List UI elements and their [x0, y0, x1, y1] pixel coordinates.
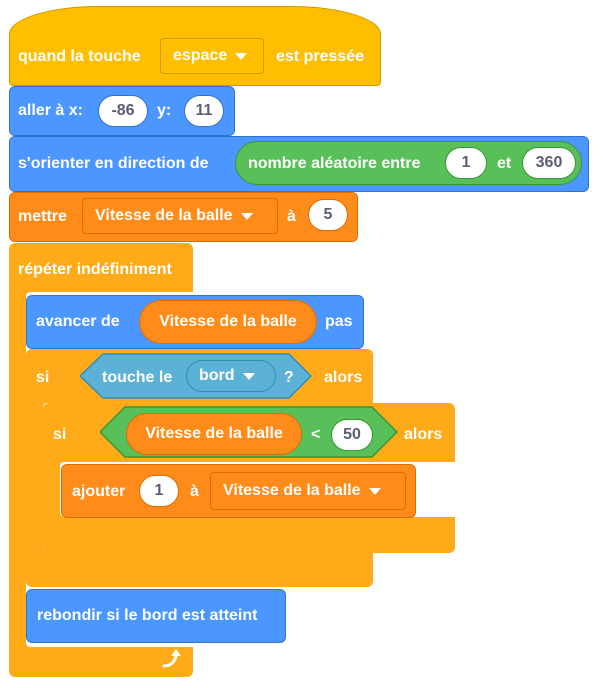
- goto-x-label: aller à x:: [18, 102, 83, 119]
- pick-random-label: nombre aléatoire entre: [248, 155, 421, 172]
- if-edge-then-label: alors: [324, 369, 363, 386]
- chevron-down-icon: [242, 372, 255, 380]
- y-input[interactable]: 11: [184, 95, 224, 127]
- change-variable-dropdown[interactable]: Vitesse de la balle: [210, 472, 406, 510]
- key-dropdown[interactable]: espace: [160, 38, 264, 74]
- move-suffix: pas: [325, 313, 353, 330]
- if-edge-if-label: si: [36, 369, 50, 386]
- compare-value-input[interactable]: 50: [331, 419, 373, 451]
- x-input[interactable]: -86: [98, 95, 148, 127]
- touching-target-dropdown[interactable]: bord: [186, 360, 276, 392]
- if-speed-if-label: si: [53, 426, 67, 443]
- random-from-input[interactable]: 1: [445, 147, 487, 179]
- chevron-down-icon: [240, 212, 253, 220]
- random-and-label: et: [497, 155, 512, 172]
- compare-speed-reporter[interactable]: Vitesse de la balle: [126, 413, 302, 455]
- change-value-input[interactable]: 1: [139, 475, 179, 507]
- less-than-operator: <: [311, 426, 321, 443]
- set-label: mettre: [18, 208, 67, 225]
- move-speed-reporter[interactable]: Vitesse de la balle: [139, 300, 317, 344]
- when-key-prefix: quand la touche: [18, 48, 141, 65]
- compare-speed-variable: Vitesse de la balle: [145, 425, 283, 442]
- move-speed-variable: Vitesse de la balle: [159, 313, 297, 330]
- chevron-down-icon: [235, 52, 248, 60]
- touching-label: touche le: [102, 369, 173, 386]
- set-to-label: à: [287, 208, 296, 225]
- goto-y-label: y:: [157, 102, 172, 119]
- forever-label: répéter indéfiniment: [18, 261, 172, 278]
- bounce-block[interactable]: [26, 589, 286, 643]
- chevron-down-icon: [368, 487, 381, 495]
- change-label: ajouter: [72, 483, 126, 500]
- key-value: espace: [173, 47, 228, 64]
- when-key-suffix: est pressée: [276, 48, 365, 65]
- set-variable-name: Vitesse de la balle: [95, 207, 233, 224]
- set-value-input[interactable]: 5: [308, 199, 348, 231]
- set-variable-dropdown[interactable]: Vitesse de la balle: [82, 198, 278, 234]
- loop-arrow-icon: [162, 649, 181, 668]
- point-direction-label: s'orienter en direction de: [18, 155, 209, 172]
- if-speed-then-label: alors: [404, 426, 443, 443]
- touching-target-value: bord: [199, 367, 235, 384]
- bounce-label: rebondir si le bord est atteint: [37, 607, 258, 624]
- random-to-input[interactable]: 360: [522, 147, 576, 179]
- change-to-label: à: [190, 483, 199, 500]
- move-label: avancer de: [36, 313, 120, 330]
- change-variable-name: Vitesse de la balle: [223, 482, 361, 499]
- touching-question: ?: [284, 369, 294, 386]
